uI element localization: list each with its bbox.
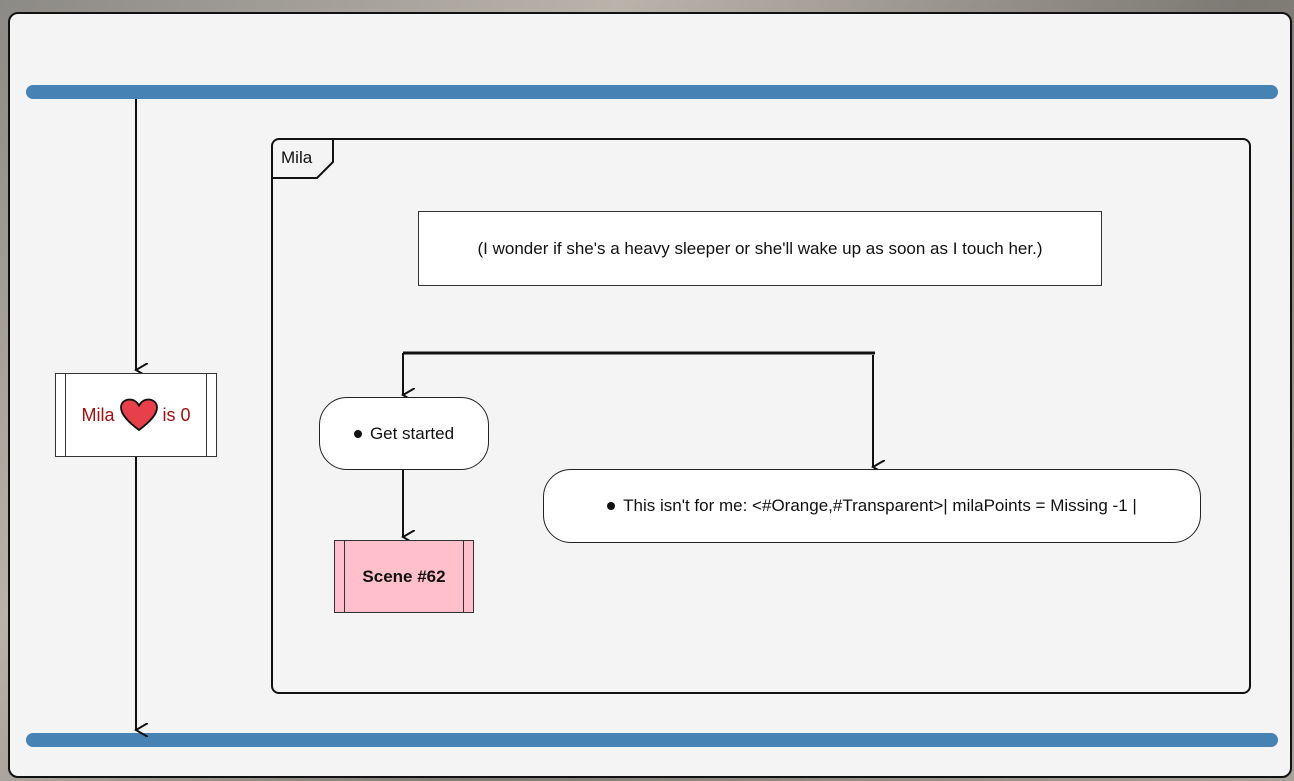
choice-label: Get started	[369, 423, 455, 443]
status-name: Mila	[81, 404, 115, 425]
choice-get-started[interactable]: Get started	[319, 397, 489, 470]
thought-text: (I wonder if she's a heavy sleeper or sh…	[477, 238, 1043, 258]
status-box: Mila is 0	[55, 373, 217, 457]
scene-label: Scene #62	[362, 566, 446, 586]
choice-not-for-me[interactable]: This isn't for me: <#Orange,#Transparent…	[543, 469, 1201, 543]
fork-bar-top	[26, 85, 1278, 99]
frame-tab-shape	[273, 140, 334, 179]
heart-icon	[119, 398, 158, 432]
choice-label: This isn't for me: <#Orange,#Transparent…	[623, 496, 1137, 515]
frame-title: Mila	[281, 148, 313, 167]
fork-bar-bottom	[26, 733, 1278, 747]
bullet-icon	[607, 502, 616, 510]
mila-frame: Mila	[271, 138, 1251, 694]
scene-box[interactable]: Scene #62	[334, 540, 474, 613]
status-content: Mila is 0	[81, 398, 191, 432]
thought-note: (I wonder if she's a heavy sleeper or sh…	[418, 211, 1102, 286]
status-value: is 0	[162, 404, 191, 425]
bullet-icon	[353, 429, 362, 438]
